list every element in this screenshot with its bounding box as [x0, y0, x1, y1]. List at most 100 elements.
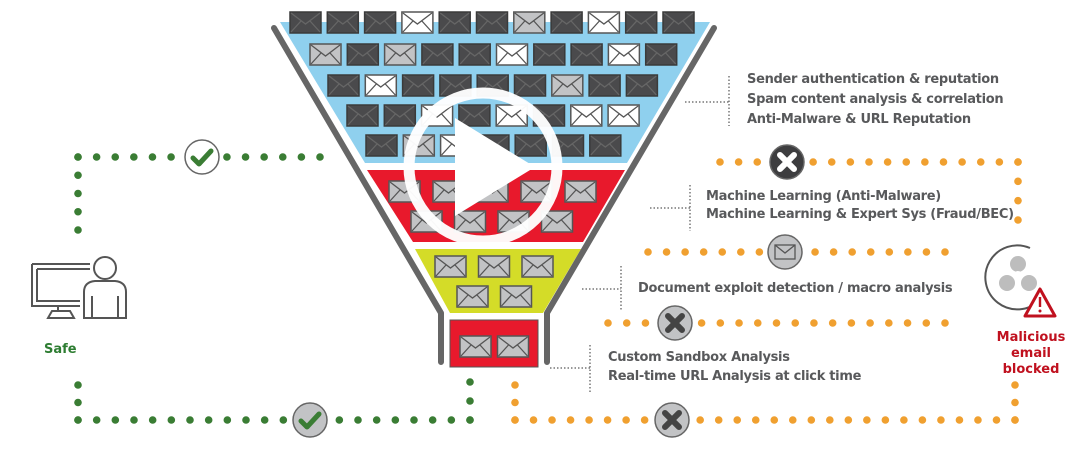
path-dot — [829, 248, 838, 256]
path-dot — [1014, 158, 1022, 166]
blocked-x-icon — [657, 305, 693, 341]
blocked-path-stage1 — [716, 158, 1022, 166]
path-dot — [718, 248, 727, 256]
safe-path-sandbox-exit — [466, 378, 474, 424]
blocked-label-line2: email blocked — [1002, 346, 1060, 377]
label-document-exploit: Document exploit detection / macro analy… — [638, 281, 953, 296]
envelope-icon — [346, 43, 380, 66]
path-dot — [585, 416, 593, 424]
path-dot — [811, 248, 819, 256]
blocked-path-sandbox-exit — [511, 381, 519, 424]
path-dot — [644, 248, 652, 256]
envelope-icon — [453, 210, 487, 233]
envelope-icon — [458, 43, 491, 66]
path-dot — [466, 416, 474, 424]
envelope-icon — [477, 255, 511, 278]
path-dot — [242, 416, 250, 424]
path-dot — [604, 319, 612, 327]
path-dot — [751, 416, 760, 424]
path-dot — [641, 319, 650, 327]
path-dot — [1014, 216, 1022, 224]
safe-path-left-top — [74, 153, 82, 234]
path-dot — [335, 416, 344, 424]
path-dot — [148, 153, 157, 161]
envelope-icon — [624, 11, 658, 34]
path-dot — [918, 416, 927, 424]
path-dot — [681, 248, 689, 256]
envelope-icon — [499, 285, 533, 308]
play-icon — [455, 118, 535, 216]
label-ml-expert-sys: Machine Learning & Expert Sys (Fraud/BEC… — [706, 207, 1014, 222]
path-dot — [844, 416, 853, 424]
stage3-description: Document exploit detection / macro analy… — [638, 279, 953, 299]
path-dot — [995, 158, 1004, 166]
path-dot — [881, 416, 890, 424]
path-dot — [904, 248, 912, 256]
envelope-icon — [625, 74, 659, 97]
blocked-path-right-top — [1014, 158, 1022, 224]
path-dot — [826, 416, 834, 424]
path-dot — [1011, 398, 1019, 407]
path-dot — [733, 416, 742, 424]
video-play-button[interactable] — [403, 87, 563, 247]
path-dot — [74, 153, 82, 161]
blocked-label-line1: Malicious — [996, 330, 1066, 345]
envelope-icon — [434, 255, 467, 278]
path-dot — [753, 319, 762, 327]
path-dot — [791, 319, 800, 327]
label-ml-anti-malware: Machine Learning (Anti-Malware) — [706, 189, 941, 204]
path-dot — [316, 153, 324, 161]
path-dot — [204, 416, 213, 424]
label-realtime-url: Real-time URL Analysis at click time — [608, 369, 862, 384]
envelope-icon — [346, 104, 379, 127]
path-dot — [922, 248, 931, 256]
label-custom-sandbox: Custom Sandbox Analysis — [608, 350, 790, 365]
envelope-icon — [589, 134, 622, 157]
path-dot — [696, 416, 704, 424]
path-dot — [297, 153, 306, 161]
envelope-icon — [401, 11, 434, 34]
envelope-icon — [587, 11, 621, 34]
path-dot — [753, 158, 762, 166]
envelope-icon — [570, 104, 603, 127]
envelope-icon — [458, 104, 491, 127]
path-dot — [74, 226, 82, 234]
path-dot — [74, 171, 82, 180]
envelope-icon — [513, 11, 546, 34]
label-spam-analysis: Spam content analysis & correlation — [747, 92, 1004, 107]
path-dot — [885, 248, 894, 256]
stage4-description: Custom Sandbox Analysis Real-time URL An… — [608, 348, 861, 386]
blocked-path-stage3 — [604, 319, 949, 327]
envelope-icon — [514, 134, 547, 157]
connector-stage4 — [550, 345, 591, 392]
envelope-icon — [513, 74, 547, 97]
funnel-wall-right — [544, 25, 717, 365]
user-computer-icon — [31, 256, 127, 319]
path-dot — [260, 416, 269, 424]
path-dot — [788, 416, 797, 424]
envelope-icon — [401, 74, 435, 97]
path-dot — [827, 158, 836, 166]
path-dot — [866, 248, 875, 256]
path-dot — [603, 416, 612, 424]
envelope-icon — [309, 43, 342, 66]
blocked-x-icon — [654, 402, 690, 438]
path-dot — [697, 319, 706, 327]
path-dot — [863, 416, 871, 424]
path-dot — [958, 158, 966, 166]
label-anti-malware: Anti-Malware & URL Reputation — [747, 112, 971, 127]
path-dot — [941, 248, 949, 256]
path-dot — [278, 153, 287, 161]
warning-icon — [1023, 287, 1057, 318]
path-dot — [865, 158, 873, 166]
path-dot — [716, 158, 724, 166]
blocked-x-icon — [769, 144, 805, 180]
connector-stage3 — [582, 266, 622, 311]
path-dot — [900, 416, 908, 424]
path-dot — [976, 158, 985, 166]
envelope-icon — [588, 74, 621, 97]
path-dot — [111, 153, 120, 161]
envelope-icon — [607, 43, 641, 66]
